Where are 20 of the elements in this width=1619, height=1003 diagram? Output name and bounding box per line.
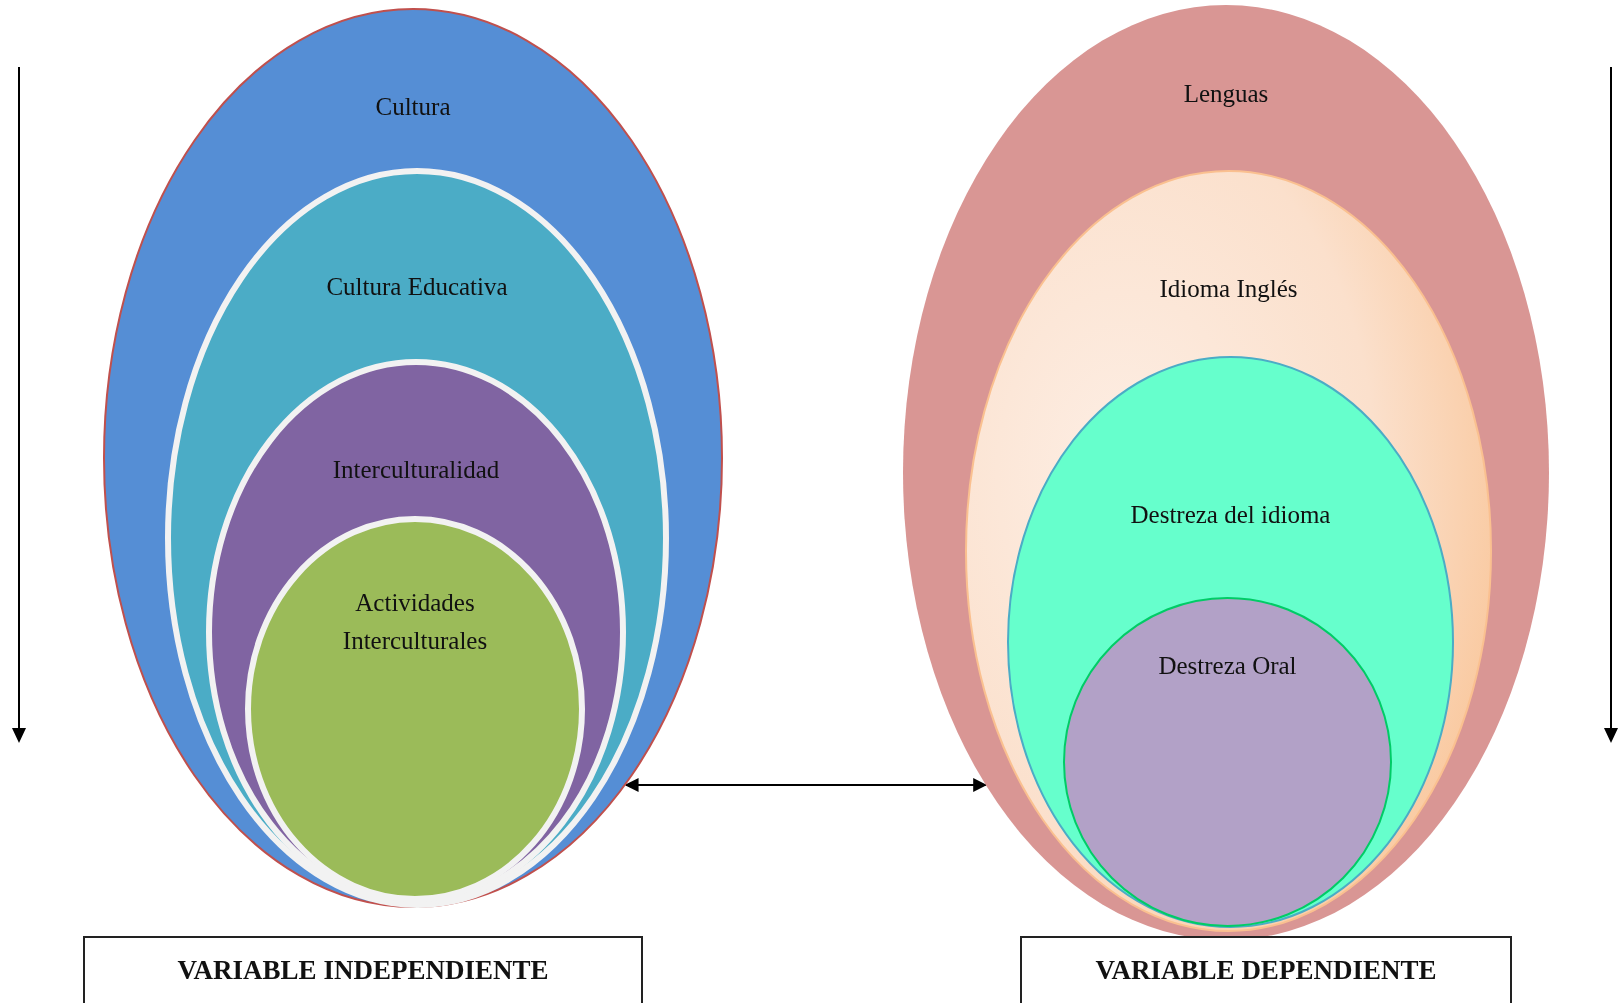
ellipse-label: Actividades Interculturales <box>341 588 489 656</box>
ellipse <box>245 516 585 902</box>
ellipse-label: Cultura Educativa <box>325 272 509 302</box>
ellipse-label: Destreza del idioma <box>1129 500 1332 530</box>
ellipse <box>165 168 669 908</box>
variable-box <box>83 936 643 1003</box>
variable-title: VARIABLE DEPENDIENTE <box>1094 954 1438 987</box>
ellipse-label: Interculturalidad <box>331 455 501 485</box>
variable-title: VARIABLE INDEPENDIENTE <box>176 954 550 987</box>
ellipse-label: Destreza Oral <box>1157 651 1298 681</box>
ellipse-label: Lenguas <box>1182 79 1270 109</box>
ellipse <box>965 170 1492 932</box>
ellipse <box>206 359 626 905</box>
ellipse <box>103 8 723 908</box>
ellipse <box>1007 356 1454 928</box>
ellipse-label: Cultura <box>374 92 452 122</box>
variable-box <box>1020 936 1512 1003</box>
ellipse <box>1063 597 1392 927</box>
arrow <box>624 778 988 792</box>
ellipse-label: Idioma Inglés <box>1158 274 1299 304</box>
